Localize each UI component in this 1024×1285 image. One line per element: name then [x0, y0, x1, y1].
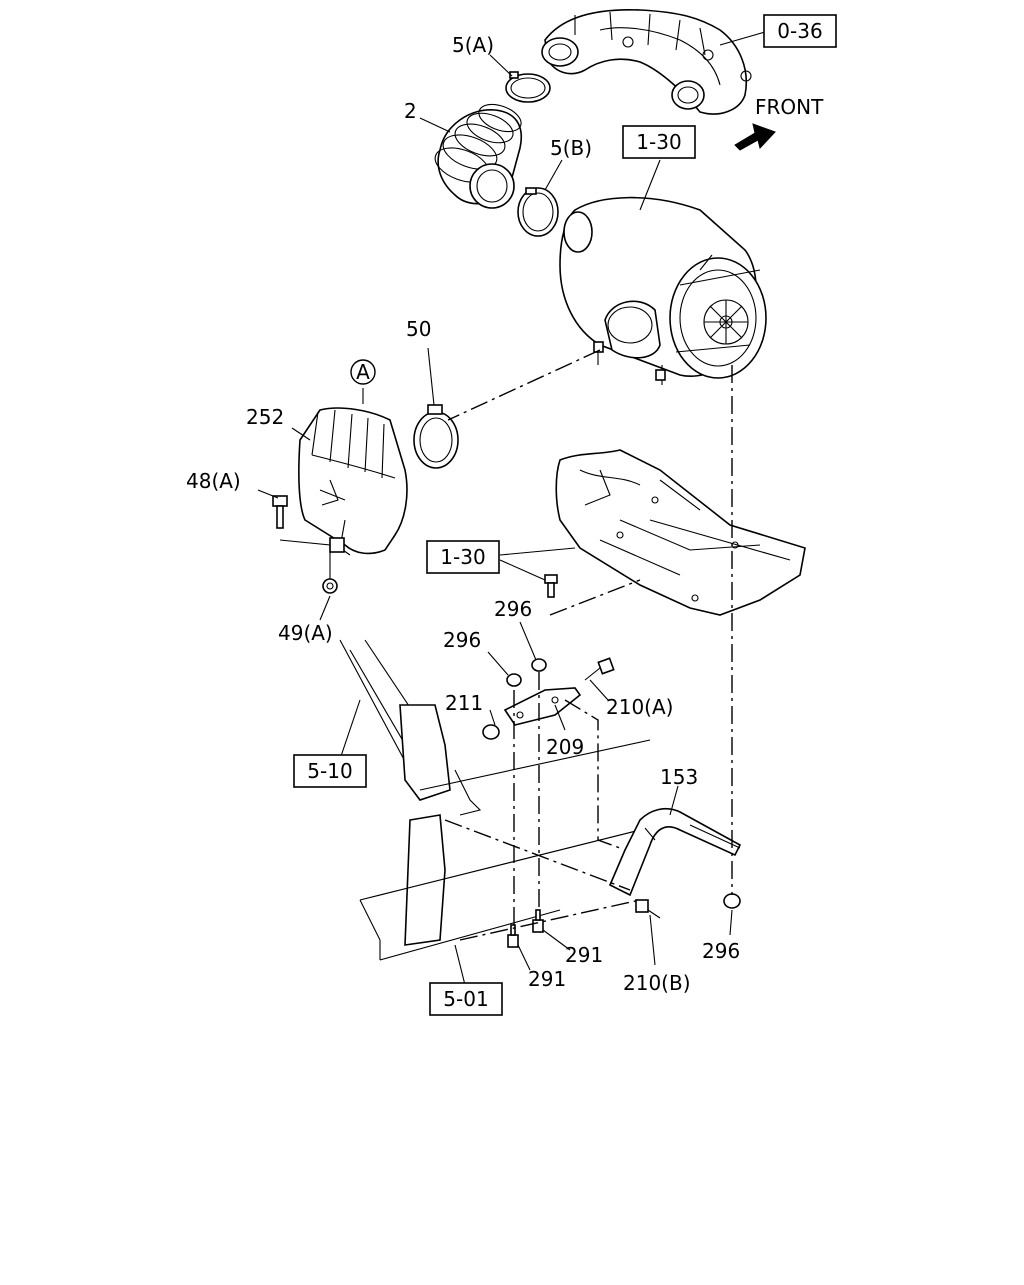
- bracket-153: [608, 808, 742, 897]
- callout-210b: 210(B): [623, 971, 691, 995]
- callout-a-label: A: [356, 360, 370, 384]
- frame-rail: [339, 639, 651, 961]
- callout-210a: 210(A): [606, 695, 673, 719]
- nut-296-c: [723, 893, 741, 909]
- callout-211: 211: [445, 691, 483, 715]
- callout-291-right: 291: [565, 943, 603, 967]
- nut-211: [482, 724, 500, 740]
- callout-153: 153: [660, 765, 698, 789]
- callout-296-right: 296: [702, 939, 740, 963]
- bracket-209: [503, 687, 582, 726]
- callout-2: 2: [404, 99, 417, 123]
- clamp-50: [413, 404, 459, 469]
- front-label: FRONT: [755, 95, 824, 119]
- intake-pipe: [541, 8, 752, 115]
- front-arrow-icon: [734, 123, 776, 151]
- clamp-5a: [505, 71, 551, 103]
- ref-box-1-30-top[interactable]: 1-30: [622, 125, 696, 159]
- ref-box-1-30-mid[interactable]: 1-30: [426, 540, 500, 574]
- ref-box-0-36[interactable]: 0-36: [763, 14, 837, 48]
- bolt-291-a: [507, 924, 519, 948]
- callout-49a: 49(A): [278, 621, 333, 645]
- ref-5-10-label: 5-10: [307, 759, 352, 783]
- callout-296-left: 296: [443, 628, 481, 652]
- callout-291-left: 291: [528, 967, 566, 991]
- ref-1-30-mid-label: 1-30: [440, 545, 485, 569]
- callout-50: 50: [406, 317, 431, 341]
- bolt-291-b: [532, 909, 544, 933]
- under-cover: [555, 449, 806, 616]
- ref-box-5-01[interactable]: 5-01: [429, 982, 503, 1016]
- air-inlet-duct: [298, 407, 408, 556]
- ref-5-01-label: 5-01: [443, 987, 488, 1011]
- hose-2: [434, 103, 522, 209]
- nut-49a: [322, 578, 338, 594]
- ref-box-5-10[interactable]: 5-10: [293, 754, 367, 788]
- callout-209: 209: [546, 735, 584, 759]
- callout-252: 252: [246, 405, 284, 429]
- bolt-210b: [635, 899, 661, 919]
- callout-5b: 5(B): [550, 136, 592, 160]
- ref-0-36-label: 0-36: [777, 19, 822, 43]
- callout-5a: 5(A): [452, 33, 494, 57]
- bolt-1-30: [544, 574, 558, 598]
- callout-296-upper: 296: [494, 597, 532, 621]
- ref-1-30-top-label: 1-30: [636, 130, 681, 154]
- callout-48a: 48(A): [186, 469, 241, 493]
- bolt-210a: [584, 657, 615, 681]
- nut-296-b: [531, 658, 547, 672]
- nut-296-a: [506, 673, 522, 687]
- clamp-5b: [517, 187, 559, 237]
- air-cleaner: [559, 196, 767, 385]
- callout-a-circle: A: [350, 359, 376, 385]
- bolt-48a: [272, 495, 288, 529]
